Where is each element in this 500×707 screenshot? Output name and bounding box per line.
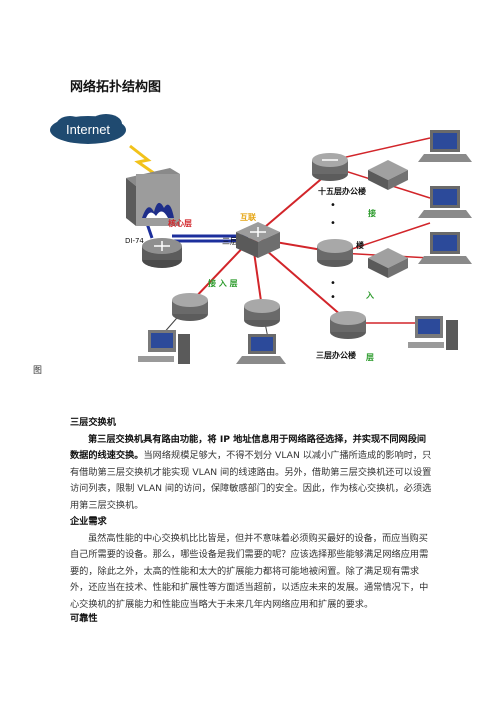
body-text: 当网络规模足够大，不得不划分 VLAN 以减小广播所造成的影响时，只有借助第三层…: [70, 450, 432, 511]
pc-group-left-icon: [138, 330, 190, 364]
section-l3-switch: 三层交换机 第三层交换机具有路由功能，将 IP 地址信息用于网络路径选择，并实现…: [70, 415, 435, 514]
core-switch-icon: [236, 222, 280, 258]
dot-4: •: [330, 292, 336, 303]
figure-label: 图: [33, 366, 43, 376]
section-reliability: 可靠性: [70, 611, 435, 628]
section-heading: 可靠性: [70, 613, 98, 624]
l3-label: 三层: [222, 237, 238, 246]
internet-cloud-icon: [50, 114, 126, 144]
mid-switch-icon: [317, 239, 353, 267]
access-switch-2-icon: [244, 299, 280, 327]
lightning-icon: [129, 144, 159, 178]
core-router-icon: [142, 238, 182, 268]
internet-label: Internet: [66, 122, 110, 137]
network-topology-diagram: Internet DI-74 核心层 互联 三层 接 入 层 十五层办公楼: [50, 114, 472, 364]
laptop-mid-icon: [236, 334, 286, 364]
dot-1: •: [330, 200, 336, 211]
core-layer-label: 核心层: [168, 218, 192, 228]
firewall-label: DI-74: [125, 237, 144, 245]
section-heading: 三层交换机: [70, 417, 116, 428]
floor15-switch-icon: [312, 153, 348, 181]
ru-label: 入: [365, 291, 374, 300]
dot-2: •: [330, 218, 336, 229]
mid-router-icon: [368, 248, 408, 278]
floor15-router-icon: [368, 160, 408, 190]
section-paragraph: 第三层交换机具有路由功能，将 IP 地址信息用于网络路径选择，并实现不同网段间数…: [70, 432, 435, 515]
floor-mid-label: 楼: [356, 240, 364, 250]
firewall-icon: [126, 168, 180, 226]
core-tag-label: 互联: [240, 212, 256, 222]
bold-lead-text: 第三层交换机具有路由功能，将 IP 地址信息用于网络路径选择，并实现不同网段间数…: [70, 433, 427, 462]
floor3-label: 三层办公楼: [316, 350, 356, 360]
floor3-switch-icon: [330, 311, 366, 339]
section-enterprise-needs: 企业需求 虽然高性能的中心交换机比比皆是，但并不意味着必须购买最好的设备，而应当…: [70, 514, 435, 613]
section-paragraph: 虽然高性能的中心交换机比比皆是，但并不意味着必须购买最好的设备，而应当购买自己所…: [70, 532, 429, 610]
floor15-label: 十五层办公楼: [318, 186, 366, 196]
access-switch-1-icon: [172, 293, 208, 321]
laptop-right-3-icon: [418, 232, 472, 264]
ceng-label: 层: [365, 353, 374, 362]
laptop-right-2-icon: [418, 186, 472, 218]
section-heading: 企业需求: [70, 516, 107, 527]
dot-3: •: [330, 278, 336, 289]
jie-label: 接: [368, 208, 376, 218]
pc-group-right-icon: [408, 316, 458, 350]
access-layer-label: 接 入 层: [208, 278, 238, 288]
page-title: 网络拓扑结构图: [70, 80, 162, 95]
laptop-right-1-icon: [418, 130, 472, 162]
